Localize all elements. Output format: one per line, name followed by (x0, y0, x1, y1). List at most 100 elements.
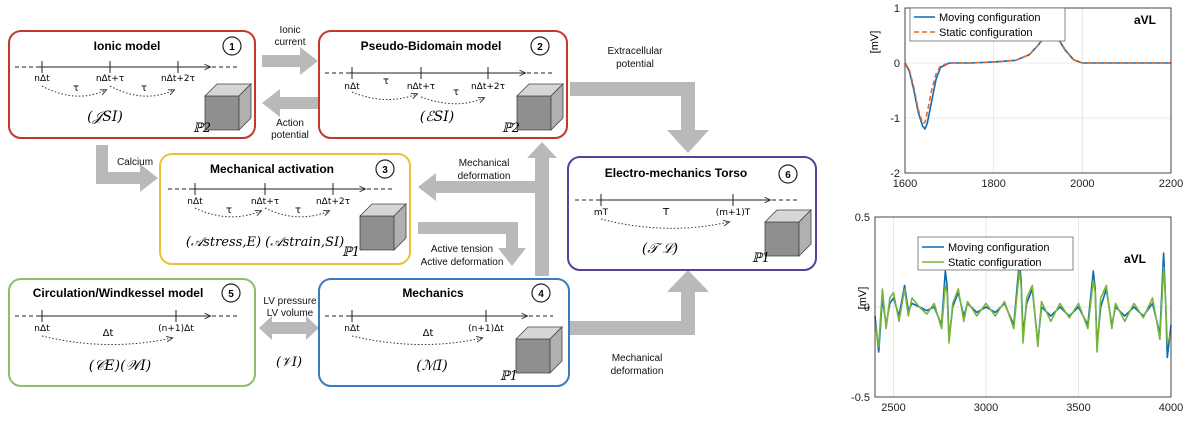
x-tick-label: 2000 (1070, 178, 1094, 190)
step-number-circle (778, 164, 798, 184)
plot-frame (874, 216, 1172, 398)
x-tick-label: 2500 (881, 402, 905, 414)
time-tick: nΔt+τ (251, 197, 279, 207)
fe-space: ℙ1 (752, 251, 770, 266)
mesh-cube-icon (764, 209, 812, 257)
step-number: 5 (228, 289, 234, 300)
legend-label: Moving configuration (939, 12, 1041, 24)
action-potential-label-1: Action (276, 118, 304, 129)
time-tick: (m+1)Τ (716, 208, 751, 218)
y-tick-label: 0.5 (855, 212, 870, 224)
mesh-cube-icon (515, 326, 563, 374)
lv-label-2: LV volume (267, 308, 314, 319)
box-title: Ionic model (94, 39, 161, 53)
step-size: Τ (662, 207, 670, 218)
ionic-model-box: Ionic model 1 nΔt nΔt+τ nΔt+2τ τ τ (𝒥SI)… (8, 30, 256, 139)
chart-title: aVL (1134, 13, 1156, 27)
action-potential-arrow (262, 89, 318, 117)
x-tick-label: 3500 (1066, 402, 1090, 414)
step-number-circle (221, 283, 241, 303)
series-lines (874, 252, 1172, 359)
mechanical-deformation-bottom-arrow (570, 270, 709, 335)
arrow-labels: Ionic current Action potential Calcium E… (117, 25, 663, 377)
x-tick-label: 4000 (1159, 402, 1183, 414)
calcium-arrow (96, 145, 158, 192)
extracellular-label-1: Extracellular (607, 46, 663, 57)
step-number: 3 (382, 165, 388, 176)
y-tick-label: -1 (890, 113, 900, 125)
step-size: τ (295, 205, 301, 216)
model-formula: (𝒯 ℒ) (642, 241, 678, 257)
step-number-circle (531, 283, 551, 303)
time-tick: nΔt (34, 324, 50, 334)
torso-box: Electro-mechanics Torso 6 mΤ (m+1)Τ Τ (𝒯… (567, 156, 817, 271)
step-size: Δt (423, 328, 434, 339)
time-tick: nΔt+2τ (161, 74, 195, 84)
x-tick-label: 1800 (981, 178, 1005, 190)
ionic-current-label-2: current (274, 37, 305, 48)
y-tick-label: 1 (894, 3, 900, 15)
lv-coupling-arrow (259, 316, 319, 340)
mech-deformation-bottom-label-2: deformation (611, 366, 664, 377)
extracellular-potential-arrow (570, 82, 709, 153)
time-tick: nΔt (344, 82, 360, 92)
lv-label-1: LV pressure (263, 296, 317, 307)
y-tick-label: 0 (894, 58, 900, 70)
time-tick: nΔt (344, 324, 360, 334)
ionic-current-arrow (262, 47, 318, 75)
legend-label: Moving configuration (948, 242, 1050, 254)
mech-deformation-top-label-1: Mechanical (459, 158, 510, 169)
step-size: τ (453, 87, 459, 98)
series-line-moving-configuration (904, 33, 1171, 130)
model-formula: (ℰSI) (420, 109, 455, 125)
calcium-label: Calcium (117, 157, 153, 168)
series-line-static-configuration (904, 32, 1171, 125)
fe-space: ℙ1 (342, 245, 360, 260)
mechanics-box: Mechanics 4 nΔt (n+1)Δt Δt (ℳI) ℙ1 (318, 278, 570, 387)
action-potential-label-2: potential (271, 130, 309, 141)
model-formula: (𝒥SI) (87, 109, 123, 125)
coupling-formula: (𝒱I) (276, 355, 302, 370)
time-tick: nΔt+τ (407, 82, 435, 92)
model-formula: (𝒞E)(𝒲I) (89, 358, 151, 374)
fe-space: ℙ2 (502, 121, 520, 136)
x-tick-label: 1600 (893, 178, 917, 190)
legend: Moving configuration Static configuratio… (909, 7, 1066, 42)
mech-deformation-bottom-label-1: Mechanical (612, 353, 663, 364)
legend-label: Static configuration (939, 27, 1033, 39)
series-lines (904, 32, 1171, 130)
time-tick: nΔt+2τ (471, 82, 505, 92)
box-title: Mechanical activation (210, 162, 334, 176)
mechanical-deformation-top-arrow (418, 173, 535, 201)
step-size: Δt (103, 328, 114, 339)
active-tension-label-2: Active deformation (421, 257, 504, 268)
step-number-circle (375, 159, 395, 179)
step-size: τ (141, 83, 147, 94)
mechanics-up-arrow (527, 142, 557, 276)
time-tick: nΔt (34, 74, 50, 84)
box-title: Circulation/Windkessel model (33, 286, 204, 300)
step-number-circle (530, 36, 550, 56)
box-title: Mechanics (402, 286, 464, 300)
step-number: 2 (537, 42, 543, 53)
model-formula: (ℳI) (416, 358, 447, 374)
y-axis-label: [mV] (857, 287, 869, 310)
y-tick-label: -2 (890, 168, 900, 180)
time-tick: (n+1)Δt (468, 324, 504, 334)
mesh-cube-icon (516, 83, 564, 131)
coupling-arrows (96, 47, 709, 340)
chart-title: aVL (1124, 252, 1146, 266)
x-tick-label: 3000 (974, 402, 998, 414)
fe-space: ℙ1 (500, 369, 518, 384)
mesh-cube-icon (204, 83, 252, 131)
tick-labels: 1600 1800 2000 2200 1 0 -1 -2 (890, 3, 1183, 190)
time-tick: (n+1)Δt (158, 324, 194, 334)
extracellular-label-2: potential (616, 59, 654, 70)
step-size: τ (383, 76, 389, 87)
x-tick-label: 2200 (1159, 178, 1183, 190)
step-size: τ (73, 83, 79, 94)
active-tension-label-1: Active tension (431, 244, 493, 255)
